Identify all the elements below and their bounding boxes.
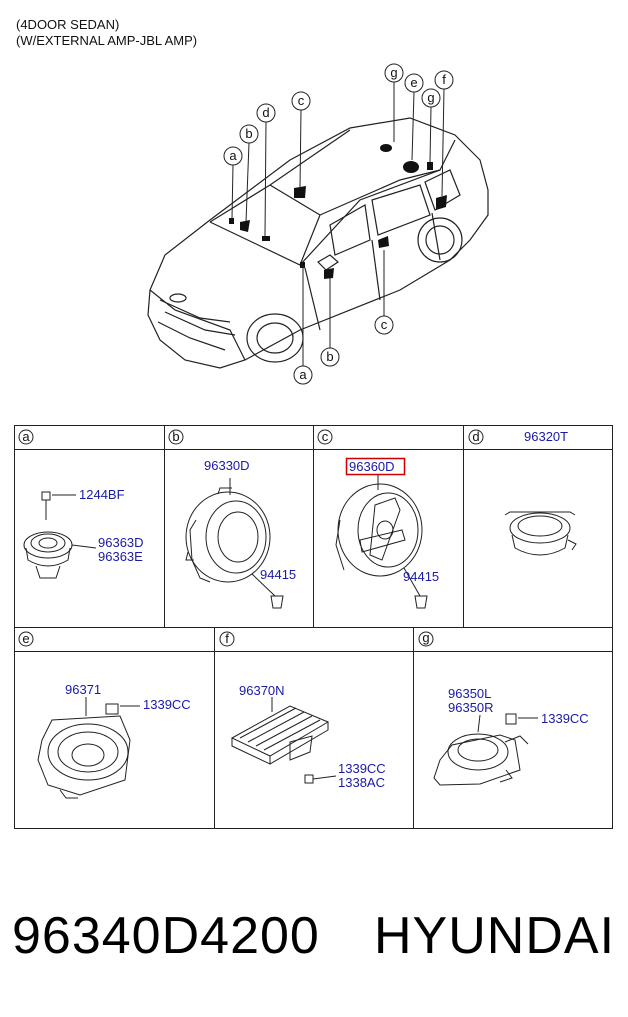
panel-c-part-96360D: 96360D bbox=[349, 459, 395, 474]
header-line-2: (W/EXTERNAL AMP-JBL AMP) bbox=[16, 33, 198, 48]
part-number: 96340D4200 bbox=[12, 907, 320, 965]
panel-b-part-94415: 94415 bbox=[260, 567, 296, 582]
panel-a-part-96363E: 96363E bbox=[98, 549, 143, 564]
callout-g-top: g bbox=[390, 65, 397, 80]
panel-a-tweeter-drawing bbox=[23, 491, 97, 579]
panel-c-part-94415: 94415 bbox=[403, 569, 439, 584]
panel-a-letter: a bbox=[22, 429, 30, 444]
panel-f-part-96370N: 96370N bbox=[239, 683, 285, 698]
panel-e-letter: e bbox=[22, 631, 29, 646]
panel-d-speaker-drawing bbox=[504, 511, 577, 556]
callout-d-top: d bbox=[262, 105, 269, 120]
callout-f-top: f bbox=[442, 72, 446, 87]
brand-name: HYUNDAI bbox=[374, 907, 616, 965]
panel-g-letter: g bbox=[422, 630, 429, 645]
panel-a-part-96363D: 96363D bbox=[98, 535, 144, 550]
panel-b-letter: b bbox=[172, 429, 179, 444]
callout-leaders bbox=[231, 82, 445, 366]
panel-e-part-1339CC: 1339CC bbox=[143, 697, 191, 712]
parts-table-grid bbox=[14, 425, 613, 829]
panel-f-amplifier-drawing bbox=[230, 697, 337, 784]
car-illustration bbox=[147, 117, 489, 369]
panel-e-part-96371: 96371 bbox=[65, 682, 101, 697]
callout-a-bottom: a bbox=[299, 367, 307, 382]
callout-b-bottom: b bbox=[326, 349, 333, 364]
callout-c-top: c bbox=[298, 93, 305, 108]
panel-b-part-96330D: 96330D bbox=[204, 458, 250, 473]
panel-b-speaker-drawing bbox=[185, 478, 284, 609]
panel-e-woofer-drawing bbox=[37, 697, 140, 799]
callout-g2-top: g bbox=[427, 90, 434, 105]
panel-f-part-1338AC: 1338AC bbox=[338, 775, 385, 790]
diagram-header: (4DOOR SEDAN) (W/EXTERNAL AMP-JBL AMP) bbox=[16, 17, 197, 49]
panel-g-part-1339CC: 1339CC bbox=[541, 711, 589, 726]
callout-b-top: b bbox=[245, 126, 252, 141]
header-line-1: (4DOOR SEDAN) bbox=[16, 17, 120, 32]
panel-c-speaker-drawing bbox=[335, 475, 428, 609]
callout-c-bottom: c bbox=[381, 317, 388, 332]
panel-f-letter: f bbox=[225, 631, 229, 646]
car-speaker-markers bbox=[229, 144, 447, 279]
panel-d-letter: d bbox=[472, 429, 479, 444]
callout-a-top: a bbox=[229, 148, 237, 163]
panel-a-part-1244BF: 1244BF bbox=[79, 487, 125, 502]
panel-g-part-96350L: 96350L bbox=[448, 686, 491, 701]
callout-circles bbox=[223, 63, 454, 385]
panel-letter-circles bbox=[18, 429, 484, 647]
panel-d-part-96320T: 96320T bbox=[524, 429, 568, 444]
panel-f-part-1339CC: 1339CC bbox=[338, 761, 386, 776]
panel-c-letter: c bbox=[322, 429, 329, 444]
callout-e-top: e bbox=[410, 75, 417, 90]
panel-g-part-96350R: 96350R bbox=[448, 700, 494, 715]
panel-g-speaker-drawing bbox=[433, 713, 538, 786]
panel-c-highlight-box bbox=[345, 457, 406, 476]
